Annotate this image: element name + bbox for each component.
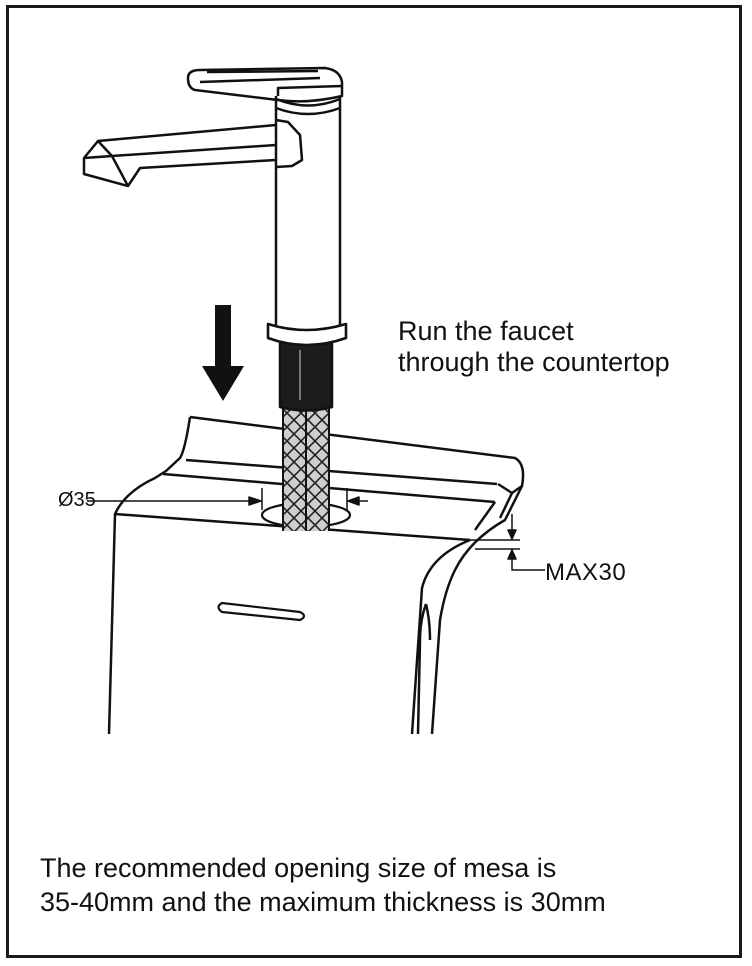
diameter-dimension	[87, 488, 368, 510]
footnote-line-2: 35-40mm and the maximum thickness is 30m…	[40, 887, 606, 917]
hole-diameter-label: Ø35	[58, 489, 96, 511]
faucet-spout	[82, 118, 304, 188]
threaded-shank	[278, 343, 334, 412]
lever-handle	[186, 66, 344, 103]
instruction-line-1: Run the faucet	[398, 316, 574, 346]
instruction-line-2: through the countertop	[398, 347, 670, 377]
faucet-body	[274, 96, 342, 325]
instruction-text: Run the faucet through the countertop	[398, 316, 670, 378]
footnote-line-1: The recommended opening size of mesa is	[40, 853, 557, 883]
base-ring	[266, 322, 348, 347]
thickness-dimension	[470, 514, 545, 571]
diagram-frame	[6, 5, 742, 958]
footnote-text: The recommended opening size of mesa is …	[40, 851, 606, 919]
countertop	[107, 415, 525, 735]
max-thickness-label: MAX30	[545, 559, 627, 586]
braided-hose	[282, 407, 330, 531]
down-arrow-icon	[202, 305, 244, 401]
